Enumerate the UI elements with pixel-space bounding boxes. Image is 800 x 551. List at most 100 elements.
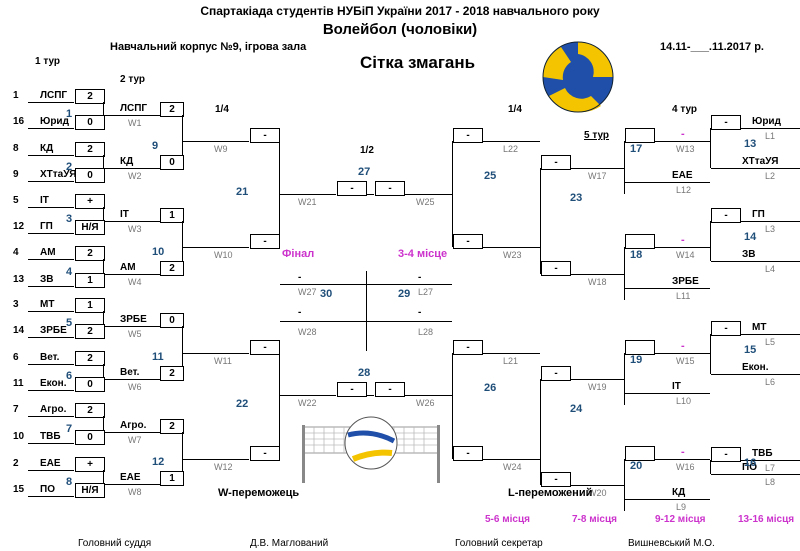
bracket-line bbox=[625, 288, 710, 289]
team-name: ІТ bbox=[40, 195, 49, 206]
score-box[interactable]: 2 bbox=[75, 403, 105, 418]
score-box[interactable]: Н/Я bbox=[75, 483, 105, 498]
score-box[interactable]: 2 bbox=[160, 102, 184, 117]
score-box[interactable]: 1 bbox=[75, 273, 105, 288]
score-box[interactable]: 1 bbox=[160, 208, 184, 223]
score-box[interactable]: - bbox=[250, 340, 280, 355]
bracket-line bbox=[540, 168, 541, 274]
score-box[interactable]: - bbox=[250, 128, 280, 143]
score-box[interactable]: + bbox=[75, 457, 105, 472]
score-box[interactable]: - bbox=[541, 261, 571, 276]
score-box[interactable]: 1 bbox=[160, 471, 184, 486]
score-box[interactable]: - bbox=[541, 155, 571, 170]
score-box[interactable]: 2 bbox=[160, 261, 184, 276]
score-box[interactable]: 2 bbox=[160, 419, 184, 434]
score-box[interactable]: 0 bbox=[75, 430, 105, 445]
bracket-label: L9 bbox=[676, 502, 687, 512]
score-box[interactable]: - bbox=[453, 234, 483, 249]
bracket-line bbox=[28, 496, 74, 497]
score-box[interactable]: 2 bbox=[75, 324, 105, 339]
score-box[interactable]: - bbox=[453, 128, 483, 143]
score-box[interactable]: 2 bbox=[160, 366, 184, 381]
bracket-label: L2 bbox=[765, 171, 776, 181]
bracket-line bbox=[28, 443, 74, 444]
score-box[interactable] bbox=[625, 128, 655, 143]
bracket-label: L22 bbox=[503, 144, 519, 154]
place-7-8: 7-8 місця bbox=[572, 514, 617, 525]
round5-label: 5 тур bbox=[584, 130, 610, 141]
bracket-line bbox=[28, 311, 74, 312]
score-box[interactable]: - bbox=[337, 181, 367, 196]
sport-title: Волейбол (чоловіки) bbox=[322, 21, 478, 38]
score-box[interactable]: Н/Я bbox=[75, 220, 105, 235]
score-box[interactable]: - bbox=[711, 208, 741, 223]
score-box[interactable]: - bbox=[453, 446, 483, 461]
team-name: ЕАЕ bbox=[120, 472, 141, 483]
team-name: КД bbox=[120, 156, 134, 167]
score-box[interactable]: + bbox=[75, 194, 105, 209]
seed-number: 9 bbox=[13, 169, 19, 180]
bracket-line bbox=[104, 274, 160, 275]
secretary-label: Головний секретар bbox=[455, 538, 543, 549]
bracket-label: W14 bbox=[676, 250, 695, 260]
score-box[interactable]: 0 bbox=[160, 155, 184, 170]
bracket-line bbox=[28, 286, 74, 287]
seed-number: 5 bbox=[13, 195, 19, 206]
score-box[interactable]: 2 bbox=[75, 351, 105, 366]
score-box[interactable] bbox=[625, 340, 655, 355]
bracket-line bbox=[103, 259, 104, 286]
bracket-line bbox=[624, 141, 625, 194]
score-box[interactable]: 2 bbox=[75, 246, 105, 261]
bracket-line bbox=[183, 141, 249, 142]
score-box[interactable]: - bbox=[711, 321, 741, 336]
bracket-label: W4 bbox=[128, 277, 142, 287]
score-box[interactable]: - bbox=[453, 340, 483, 355]
team-name: Екон. bbox=[742, 362, 769, 373]
score-box[interactable]: - bbox=[711, 447, 741, 462]
score-box[interactable]: - bbox=[541, 366, 571, 381]
score-box[interactable]: 0 bbox=[75, 377, 105, 392]
bracket-line bbox=[625, 393, 710, 394]
bracket-title: Сітка змагань bbox=[360, 53, 476, 72]
game-number: 27 bbox=[358, 166, 371, 178]
r4-score: - bbox=[681, 340, 685, 352]
bracket-label: W28 bbox=[298, 327, 317, 337]
score-box[interactable]: - bbox=[375, 382, 405, 397]
score-box[interactable]: - bbox=[337, 382, 367, 397]
judge-name: Д.В. Маглований bbox=[250, 538, 329, 549]
game-number: 4 bbox=[66, 265, 73, 278]
game-number: 6 bbox=[66, 370, 73, 382]
bracket-label: W26 bbox=[416, 398, 435, 408]
team-name: ХТтаУЯ bbox=[742, 156, 779, 167]
bracket-line bbox=[183, 459, 249, 460]
score-box[interactable]: 0 bbox=[75, 168, 105, 183]
score-box[interactable]: - bbox=[375, 181, 405, 196]
bracket-label: W9 bbox=[214, 144, 228, 154]
game-number: 14 bbox=[744, 231, 757, 243]
bracket-label: W22 bbox=[298, 398, 317, 408]
score-box[interactable] bbox=[625, 234, 655, 249]
score-box[interactable]: 2 bbox=[75, 89, 105, 104]
score-box[interactable] bbox=[625, 446, 655, 461]
score-box[interactable]: - bbox=[711, 115, 741, 130]
team-name: Агро. bbox=[120, 420, 147, 431]
score-box[interactable]: 0 bbox=[75, 115, 105, 130]
team-name: ГП bbox=[752, 209, 765, 220]
team-name: ТВБ bbox=[752, 448, 773, 459]
score-box[interactable]: - bbox=[250, 446, 280, 461]
score-box[interactable]: - bbox=[541, 472, 571, 487]
game-number: 3 bbox=[66, 213, 73, 225]
team-name: Вет. bbox=[120, 367, 140, 378]
bracket-label: W6 bbox=[128, 382, 142, 392]
score-box[interactable]: - bbox=[250, 234, 280, 249]
team-name: Агро. bbox=[40, 404, 67, 415]
score-box[interactable]: 2 bbox=[75, 142, 105, 157]
third-score: - bbox=[418, 307, 422, 318]
team-name: Вет. bbox=[40, 352, 60, 363]
bracket-line bbox=[570, 379, 624, 380]
team-name: МТ bbox=[40, 299, 55, 310]
game-number: 11 bbox=[152, 350, 164, 363]
score-box[interactable]: 1 bbox=[75, 298, 105, 313]
score-box[interactable]: 0 bbox=[160, 313, 184, 328]
